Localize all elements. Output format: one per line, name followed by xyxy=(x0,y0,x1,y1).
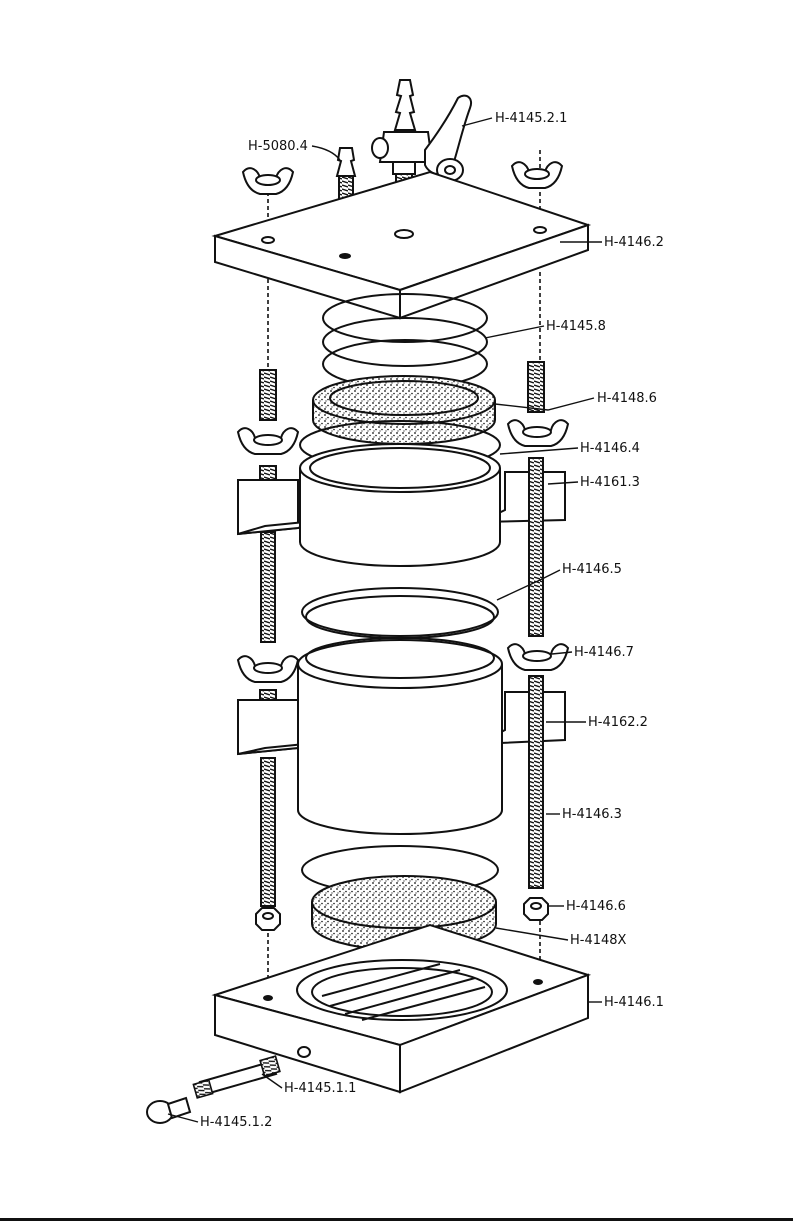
label-drain-plug: H-4145.1.2 xyxy=(200,1115,272,1130)
label-drain-tube: H-4145.1.1 xyxy=(284,1081,356,1096)
hex-nut-left xyxy=(256,908,280,930)
label-base-plate: H-4146.1 xyxy=(604,995,664,1010)
label-gasket-top: H-4146.4 xyxy=(580,441,640,456)
label-hex-nut: H-4146.6 xyxy=(566,899,626,914)
label-gasket-mid: H-4146.5 xyxy=(562,562,622,577)
label-o-rings-top: H-4145.8 xyxy=(546,319,606,334)
label-lower-ring: H-4162.2 xyxy=(588,715,648,730)
right-threaded-rod xyxy=(529,458,543,636)
left-threaded-rod-lower xyxy=(261,758,275,906)
drain-plug xyxy=(147,1098,190,1123)
label-valve-handle: H-4145.2.1 xyxy=(495,111,567,126)
top-wing-nut-left xyxy=(243,168,293,194)
hex-nut-right xyxy=(524,898,548,920)
label-hose-barb: H-5080.4 xyxy=(248,139,308,154)
label-top-plate: H-4146.2 xyxy=(604,235,664,250)
right-threaded-rod-lower xyxy=(529,676,543,888)
label-upper-ring: H-4161.3 xyxy=(580,475,640,490)
label-porous-stone-top: H-4148.6 xyxy=(597,391,657,406)
upper-ring xyxy=(238,444,565,566)
gasket-mid xyxy=(302,588,498,638)
upper-right-stud xyxy=(508,362,568,446)
label-porous-stone-bottom: H-4148X xyxy=(570,933,627,948)
label-threaded-rod: H-4146.3 xyxy=(562,807,622,822)
lower-wing-nut-right xyxy=(508,644,568,670)
left-threaded-rod-upper xyxy=(261,532,275,642)
top-wing-nut-right xyxy=(512,162,562,188)
porous-stone-top xyxy=(313,376,495,444)
label-wing-nut-lower: H-4146.7 xyxy=(574,645,634,660)
